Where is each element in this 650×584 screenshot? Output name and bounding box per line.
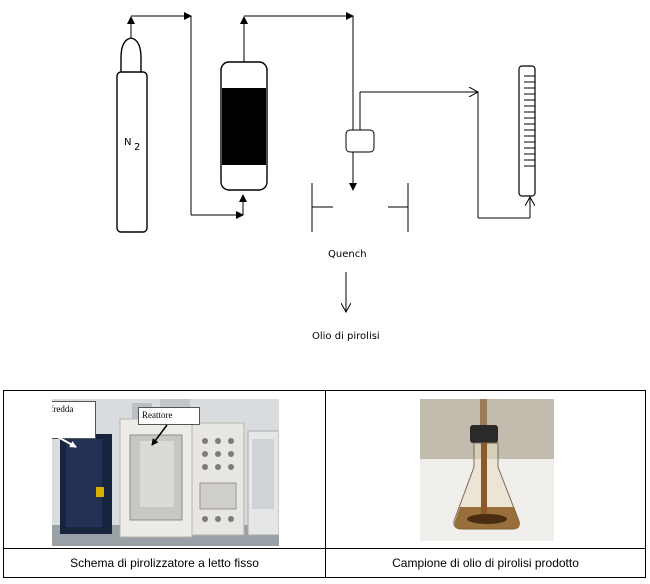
apparatus-photo: Trappola fredda Reattore xyxy=(52,399,279,546)
reactor-bed xyxy=(222,88,266,165)
caption-oil-sample: Campione di olio di pirolisi prodotto xyxy=(392,556,579,570)
gas-line-n2-to-reactor xyxy=(127,12,247,219)
pyrolysis-process-diagram: N 2 Quench Olio di pirolisi xyxy=(116,12,536,342)
cold-trap-fitting xyxy=(345,92,530,219)
caption-apparatus: Schema di pirolizzatore a letto fisso xyxy=(4,549,326,577)
gas-line-reactor-to-quench xyxy=(240,12,357,191)
photo-cell-oil-sample xyxy=(326,391,645,549)
photo-cell-apparatus: Trappola fredda Reattore xyxy=(4,391,326,549)
n2-subscript: 2 xyxy=(134,142,140,153)
gas-burette xyxy=(518,65,536,197)
product-label: Olio di pirolisi xyxy=(312,331,380,342)
oil-sample-photo xyxy=(420,399,554,541)
fixed-bed-reactor xyxy=(220,61,268,191)
callout-reactor: Reattore xyxy=(138,407,200,425)
n2-label: N xyxy=(124,137,131,148)
callout-cold-trap: Trappola fredda xyxy=(52,401,96,439)
figure-table: Trappola fredda Reattore xyxy=(3,390,646,578)
nitrogen-cylinder: N 2 xyxy=(116,37,148,233)
callout-arrows xyxy=(57,424,168,448)
quench-label: Quench xyxy=(328,249,367,260)
quench-vessel xyxy=(311,183,409,232)
